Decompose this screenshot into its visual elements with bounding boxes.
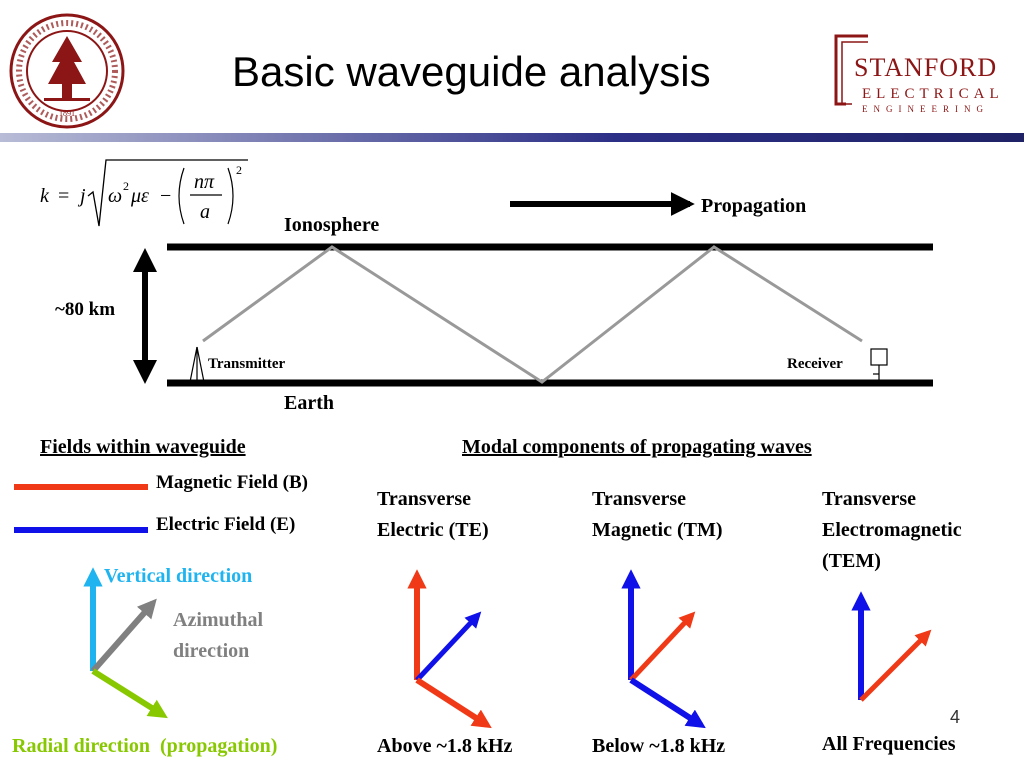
fields-heading: Fields within waveguide xyxy=(40,436,246,458)
tem-name-line2: Electromagnetic xyxy=(822,519,962,541)
eq-sq2: 2 xyxy=(236,163,242,177)
slide-title: Basic waveguide analysis xyxy=(232,48,711,95)
electric-legend-label: Electric Field (E) xyxy=(156,514,296,535)
eq-equals: = xyxy=(58,185,69,207)
stanford-seal-logo: 1891 xyxy=(8,12,126,130)
eq-mueps: με xyxy=(130,185,149,207)
page-number: 4 xyxy=(950,707,961,727)
svg-text:ENGINEERING: ENGINEERING xyxy=(862,104,989,114)
tem-magnetic-azimuthal-arrow xyxy=(859,629,932,702)
ionosphere-label: Ionosphere xyxy=(284,214,380,236)
te-name-line2: Electric (TE) xyxy=(377,519,489,541)
vertical-direction-label: Vertical direction xyxy=(104,565,253,587)
waveguide-diagram xyxy=(133,192,933,387)
tm-frequency-label: Below ~1.8 kHz xyxy=(592,735,726,757)
svg-text:ELECTRICAL: ELECTRICAL xyxy=(862,86,1002,102)
tm-magnetic-azimuthal-arrow xyxy=(629,611,696,682)
tm-electric-radial-arrow xyxy=(629,677,706,729)
field-vector-diagrams xyxy=(83,567,932,729)
magnetic-legend-swatch xyxy=(14,484,148,490)
electric-legend-swatch xyxy=(14,527,148,533)
svg-text:STANFORD: STANFORD xyxy=(854,53,997,82)
magnetic-legend-label: Magnetic Field (B) xyxy=(156,472,308,493)
te-magnetic-radial-arrow xyxy=(415,677,492,729)
azimuthal-label-line1: Azimuthal xyxy=(173,609,263,631)
tm-name-line2: Magnetic (TM) xyxy=(592,519,723,541)
wave-ray-path xyxy=(202,245,863,384)
eq-k: k xyxy=(40,185,50,207)
radial-direction-label: Radial direction (propagation) xyxy=(12,735,278,757)
receiver-label: Receiver xyxy=(787,356,843,372)
tm-name-line1: Transverse xyxy=(592,488,687,510)
eq-sq1: 2 xyxy=(123,179,129,193)
svg-text:1891: 1891 xyxy=(59,109,75,118)
eq-numerator: nπ xyxy=(194,171,215,193)
eq-j: j xyxy=(77,185,86,207)
eq-omega: ω xyxy=(108,185,122,207)
te-frequency-label: Above ~1.8 kHz xyxy=(377,735,513,757)
tem-name-line1: Transverse xyxy=(822,488,917,510)
earth-label: Earth xyxy=(284,392,334,414)
azimuthal-direction-label: Azimuthal direction xyxy=(173,605,263,667)
tm-name: Transverse Magnetic (TM) xyxy=(592,484,723,546)
transmitter-label: Transmitter xyxy=(208,356,286,372)
azimuthal-label-line2: direction xyxy=(173,640,250,662)
receiver-antenna-icon xyxy=(870,348,888,382)
azimuthal-direction-arrow xyxy=(90,598,157,673)
transmitter-antenna-icon xyxy=(189,346,205,383)
te-name: Transverse Electric (TE) xyxy=(377,484,489,546)
eq-minus: − xyxy=(160,185,171,207)
tem-name: Transverse Electromagnetic (TEM) xyxy=(822,484,962,577)
eq-denominator: a xyxy=(200,201,210,223)
dispersion-equation: k = j ω 2 με − nπ a 2 xyxy=(36,154,256,234)
modes-heading: Modal components of propagating waves xyxy=(462,436,812,458)
tem-name-line3: (TEM) xyxy=(822,550,881,572)
te-electric-azimuthal-arrow xyxy=(415,611,482,682)
tem-frequency-label: All Frequencies xyxy=(822,733,956,755)
header-divider-bar xyxy=(0,133,1024,142)
height-label: ~80 km xyxy=(55,299,116,320)
propagation-label: Propagation xyxy=(701,195,807,217)
radial-direction-arrow xyxy=(91,668,168,719)
te-name-line1: Transverse xyxy=(377,488,472,510)
stanford-ee-logo: STANFORD ELECTRICAL ENGINEERING xyxy=(832,34,1002,120)
